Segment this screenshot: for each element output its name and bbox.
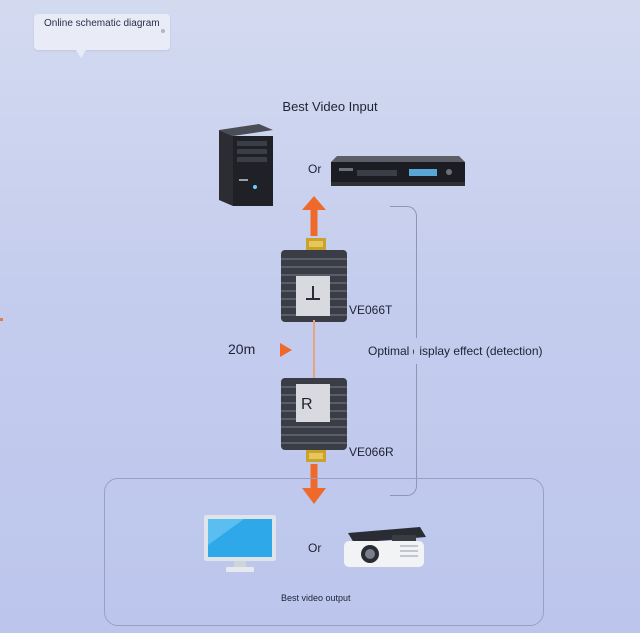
effect-bracket-gap [414,338,420,364]
monitor-icon [204,515,276,572]
input-or-label: Or [308,162,322,176]
pc-tower-icon [219,124,273,206]
transmitter-device [281,238,347,322]
transmitter-model: VE066T [349,303,393,317]
distance-arrow-icon [280,343,292,357]
effect-label: Optimal display effect (detection) [368,344,543,358]
diagram-tag-pointer [76,50,86,58]
edge-mark [0,318,3,321]
tag-dot [161,29,165,33]
signal-down-arrow [302,464,326,504]
receiver-device [281,378,347,462]
diagram-tag-text: Online schematic diagram [44,18,160,29]
dvd-player-icon [331,156,465,186]
receiver-face-letter: R [301,396,313,413]
signal-up-arrow [302,196,326,236]
distance-label: 20m [228,341,256,357]
diagram-tag: Online schematic diagram [34,14,170,50]
receiver-model: VE066R [349,445,394,459]
cable-line [313,320,315,380]
output-or-label: Or [308,541,322,555]
effect-bracket [390,206,417,496]
projector-icon [344,527,426,567]
output-box [104,478,544,626]
input-title: Best Video Input [282,99,378,114]
output-title: Best video output [281,593,351,603]
